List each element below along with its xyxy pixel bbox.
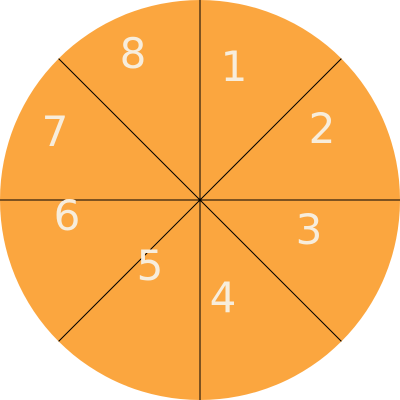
divider-line-diagonal-up xyxy=(58,58,342,342)
segment-label-8: 8 xyxy=(120,29,147,78)
segment-label-4: 4 xyxy=(210,273,237,322)
segment-labels: 1 2 3 4 5 6 7 8 xyxy=(42,29,336,322)
segment-label-7: 7 xyxy=(42,107,69,156)
segment-label-6: 6 xyxy=(54,191,81,240)
segment-label-5: 5 xyxy=(137,241,164,290)
segment-label-2: 2 xyxy=(309,104,336,153)
segment-label-1: 1 xyxy=(221,42,248,91)
segment-label-3: 3 xyxy=(296,205,323,254)
